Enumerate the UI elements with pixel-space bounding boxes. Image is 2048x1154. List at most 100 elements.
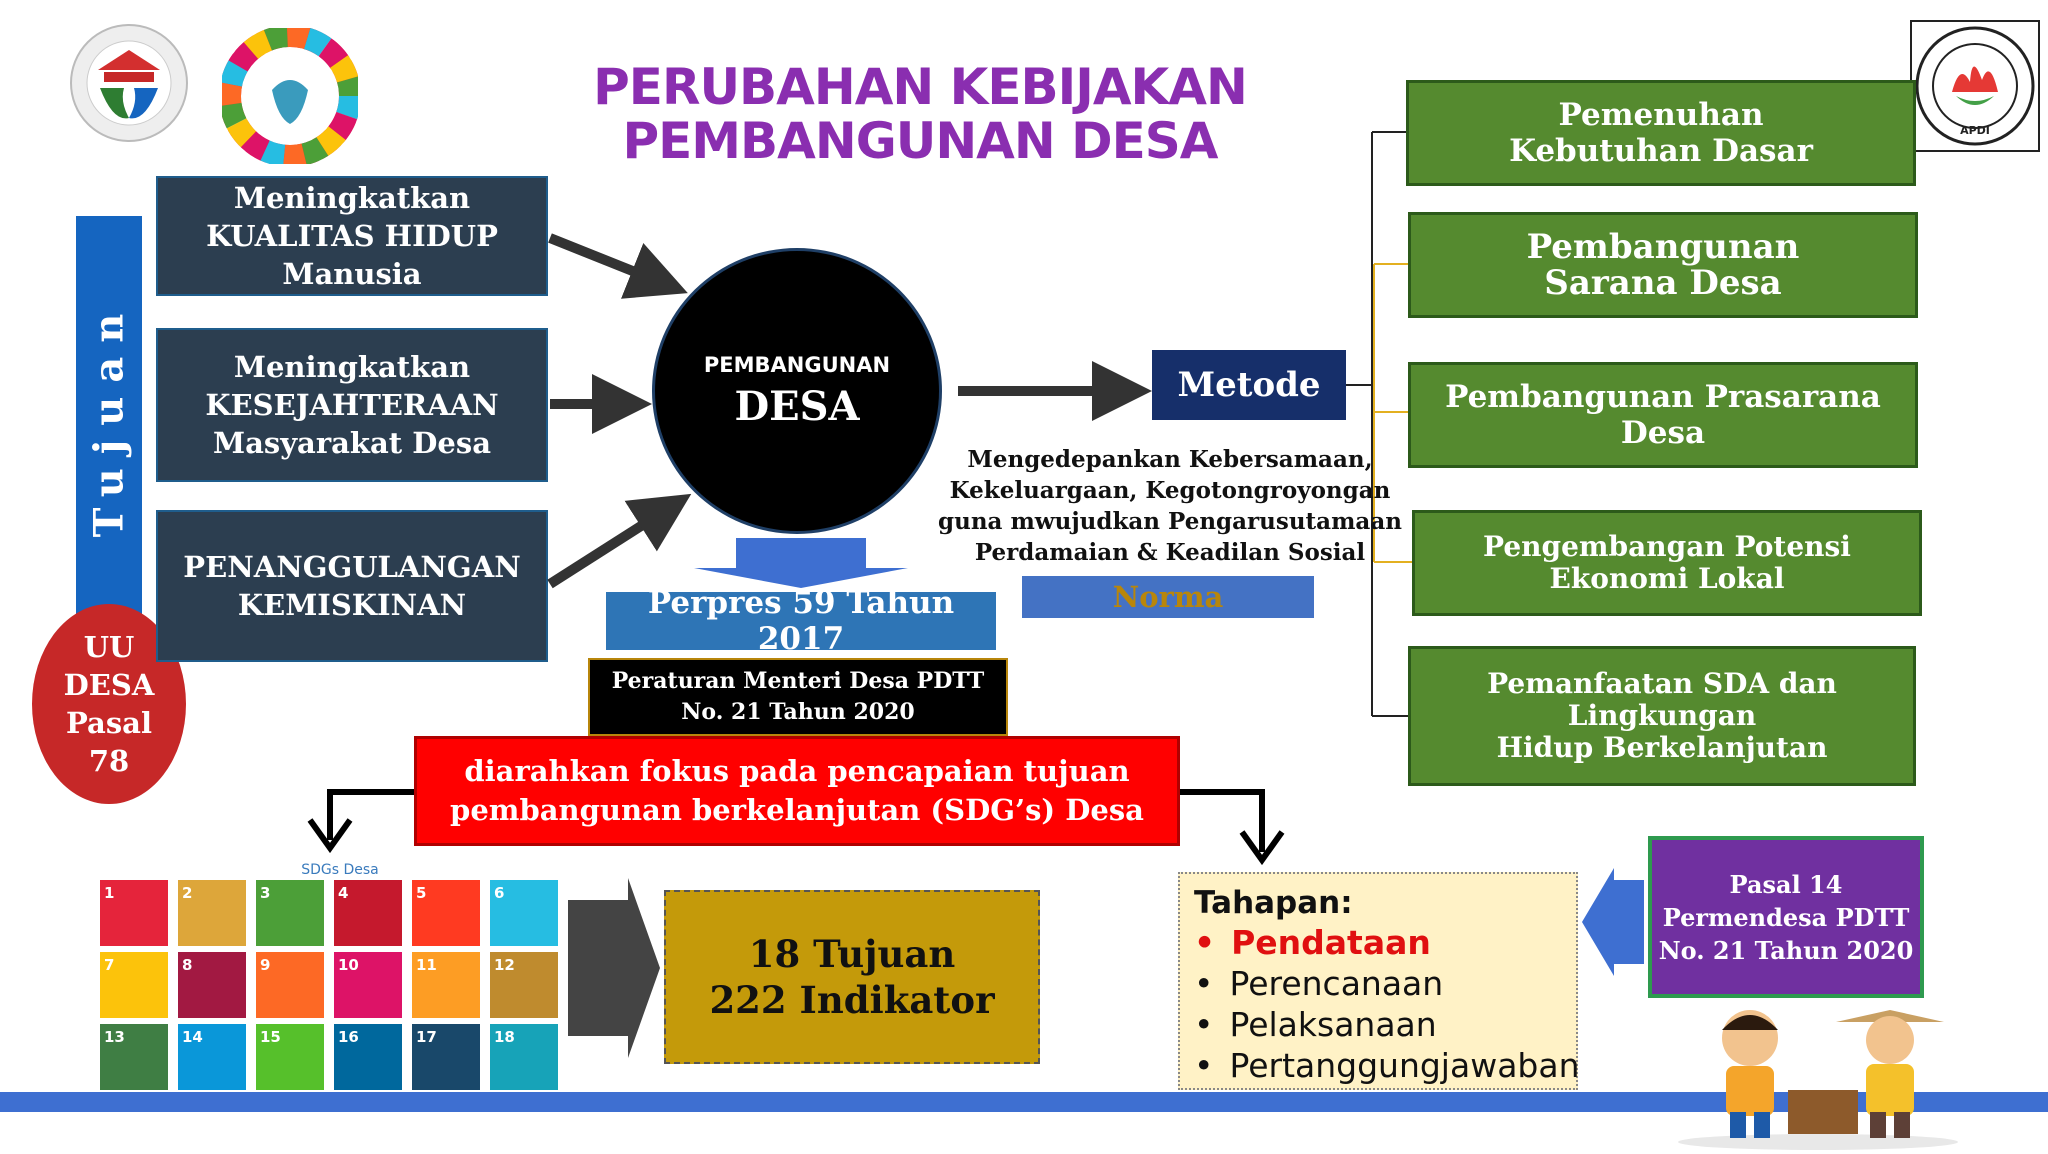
indikator-box: 18 Tujuan 222 Indikator <box>664 890 1040 1064</box>
goal-2-line-2: KESEJAHTERAAN <box>205 388 499 422</box>
norma-line-1: Mengedepankan Kebersamaan, <box>967 446 1373 473</box>
sdg-tile-18: 18 <box>490 1024 558 1090</box>
sdg-tile-15: 15 <box>256 1024 324 1090</box>
method-ekonomi: Pengembangan Potensi Ekonomi Lokal <box>1412 510 1922 616</box>
tahapan-list: Pendataan Perencanaan Pelaksanaan Pertan… <box>1194 922 1579 1086</box>
method-5-line-2: Hidup Berkelanjutan <box>1496 731 1828 764</box>
sdg-tile-number: 10 <box>338 956 359 974</box>
sdg-tile-2: 2 <box>178 880 246 946</box>
sdg-tile-7: 7 <box>100 952 168 1018</box>
metode-box: Metode <box>1152 350 1346 420</box>
sdg-tile-number: 5 <box>416 884 427 902</box>
method-1-line-2: Kebutuhan Dasar <box>1509 133 1813 169</box>
goal-2-line-3: Masyarakat Desa <box>212 426 492 460</box>
arrow-kemiskinan <box>547 493 692 589</box>
sdg-tile-number: 6 <box>494 884 505 902</box>
sdg-tile-16: 16 <box>334 1024 402 1090</box>
sdg-tile-number: 15 <box>260 1028 281 1046</box>
tahapan-item-pelaksanaan: Pelaksanaan <box>1194 1004 1562 1045</box>
goal-1-line-1: Meningkatkan <box>233 181 471 215</box>
sdg-tile-8: 8 <box>178 952 246 1018</box>
circle-big-label: DESA <box>734 382 860 430</box>
indikator-line-2: 222 Indikator <box>709 978 995 1022</box>
norma-line-2: Kekeluargaan, Kegotongroyongan <box>949 477 1391 504</box>
pembangunan-desa-circle: PEMBANGUNAN DESA <box>652 248 942 534</box>
pasal14-line-2: Permendesa PDTT <box>1662 902 1910 932</box>
title-line-2: PEMBANGUNAN DESA <box>622 112 1218 170</box>
sdg-tile-number: 1 <box>104 884 115 902</box>
tujuan-bar: Tujuan <box>76 216 142 620</box>
goal-box-kualitas: Meningkatkan KUALITAS HIDUP Manusia <box>156 176 548 296</box>
goal-1-line-3: Manusia <box>282 257 422 291</box>
goal-3-line-2: KEMISKINAN <box>237 588 467 622</box>
sdg-tile-6: 6 <box>490 880 558 946</box>
arrow-kualitas <box>548 233 688 299</box>
goal-3-line-1: PENANGGULANGAN <box>183 550 521 584</box>
blue-left-arrow <box>1582 868 1644 976</box>
sdg-tile-12: 12 <box>490 952 558 1018</box>
sdg-tile-11: 11 <box>412 952 480 1018</box>
page-title: PERUBAHAN KEBIJAKAN PEMBANGUNAN DESA <box>560 60 1280 168</box>
norma-label: Norma <box>1022 576 1314 618</box>
permen-line-2: No. 21 Tahun 2020 <box>681 699 915 725</box>
goal-1-line-2: KUALITAS HIDUP <box>206 219 498 253</box>
sdg-tile-13: 13 <box>100 1024 168 1090</box>
title-line-1: PERUBAHAN KEBIJAKAN <box>593 58 1248 116</box>
bottom-bar <box>0 1092 2048 1112</box>
sdg-tile-number: 11 <box>416 956 437 974</box>
sdg-tile-number: 14 <box>182 1028 203 1046</box>
sdg-tile-number: 4 <box>338 884 349 902</box>
sdg-tile-17: 17 <box>412 1024 480 1090</box>
method-4-line-1: Pengembangan Potensi <box>1483 530 1851 563</box>
permen-line-1: Peraturan Menteri Desa PDTT <box>611 668 985 694</box>
tahapan-item-perencanaan: Perencanaan <box>1194 963 1562 1004</box>
norma-description: Mengedepankan Kebersamaan, Kekeluargaan,… <box>900 444 1440 568</box>
sdg-tile-number: 12 <box>494 956 515 974</box>
method-sda: Pemanfaatan SDA dan Lingkungan Hidup Ber… <box>1408 646 1916 786</box>
uu-line-4: 78 <box>88 744 130 778</box>
indikator-line-1: 18 Tujuan <box>748 932 956 976</box>
method-5-line-1: Pemanfaatan SDA dan Lingkungan <box>1487 667 1837 732</box>
uu-desa-badge: UU DESA Pasal 78 <box>32 604 186 804</box>
down-arrow-blue <box>694 538 908 588</box>
sdg-tile-3: 3 <box>256 880 324 946</box>
uu-line-3: Pasal <box>66 706 152 740</box>
sdg-tile-number: 8 <box>182 956 193 974</box>
method-2-line-1: Pembangunan <box>1526 227 1800 267</box>
sdgs-desa-logo <box>219 25 361 167</box>
uu-line-1: UU <box>83 630 135 664</box>
sdg-banner: diarahkan fokus pada pencapaian tujuan p… <box>414 736 1180 846</box>
method-4-line-2: Ekonomi Lokal <box>1549 562 1785 595</box>
sdg-tile-number: 17 <box>416 1028 437 1046</box>
sdg-tile-number: 3 <box>260 884 271 902</box>
sdg-tile-number: 2 <box>182 884 193 902</box>
kemendesa-logo <box>68 22 190 144</box>
sdg-tile-9: 9 <box>256 952 324 1018</box>
pasal14-box: Pasal 14 Permendesa PDTT No. 21 Tahun 20… <box>1648 836 1924 998</box>
villagers-illustration <box>1668 1000 1968 1150</box>
gray-arrow <box>568 878 660 1058</box>
permen-box: Peraturan Menteri Desa PDTT No. 21 Tahun… <box>588 658 1008 736</box>
circle-small-label: PEMBANGUNAN <box>703 352 891 377</box>
method-prasarana: Pembangunan Prasarana Desa <box>1408 362 1918 468</box>
method-3-line-1: Pembangunan Prasarana Desa <box>1445 379 1881 451</box>
perpres-box: Perpres 59 Tahun 2017 <box>606 585 996 657</box>
pasal14-line-1: Pasal 14 <box>1729 869 1843 899</box>
sdg-tile-5: 5 <box>412 880 480 946</box>
apdi-logo: APDI <box>1910 20 2040 152</box>
norma-line-3: guna mwujudkan Pengarusutamaan <box>938 508 1402 535</box>
uu-line-2: DESA <box>63 668 155 702</box>
banner-line-2: pembangunan berkelanjutan (SDG’s) Desa <box>450 793 1144 827</box>
sdg-tile-4: 4 <box>334 880 402 946</box>
pasal14-line-3: No. 21 Tahun 2020 <box>1658 935 1914 965</box>
goal-2-line-1: Meningkatkan <box>233 350 471 384</box>
banner-line-1: diarahkan fokus pada pencapaian tujuan <box>464 754 1130 788</box>
goal-box-kesejahteraan: Meningkatkan KESEJAHTERAAN Masyarakat De… <box>156 328 548 482</box>
method-pemenuhan: Pemenuhan Kebutuhan Dasar <box>1406 80 1916 186</box>
tahapan-box: Tahapan: Pendataan Perencanaan Pelaksana… <box>1178 872 1580 1090</box>
apdi-label: APDI <box>1960 123 1990 137</box>
sdg-tile-number: 16 <box>338 1028 359 1046</box>
